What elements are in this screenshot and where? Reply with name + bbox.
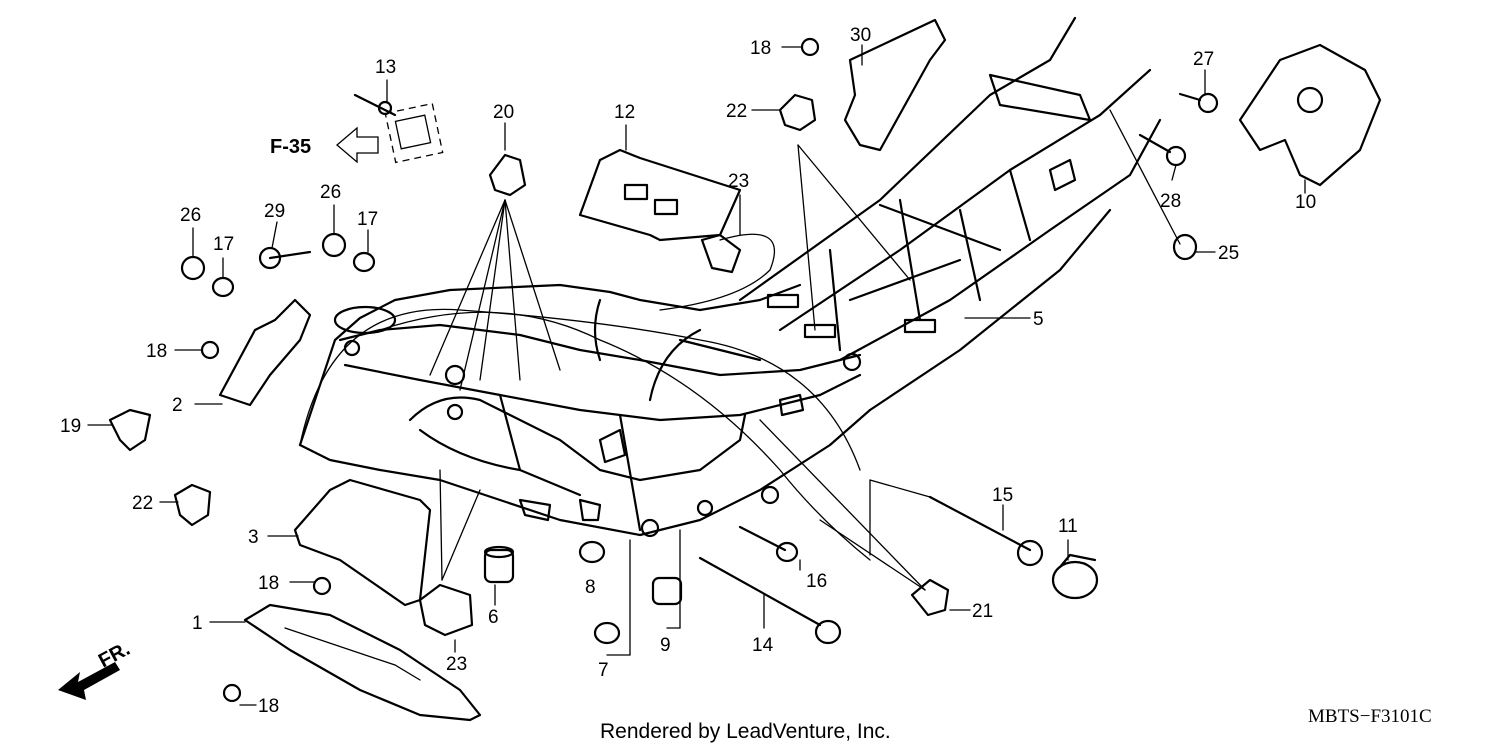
part-16-bolt — [738, 525, 787, 552]
part-13-cable-clip — [353, 93, 444, 164]
part-14-bolt — [698, 556, 822, 627]
part-2-plate — [218, 298, 312, 407]
callout-26b: 26 — [320, 182, 341, 203]
part-26-nut-left — [180, 255, 206, 281]
callout-5: 5 — [1033, 309, 1044, 330]
callout-16: 16 — [806, 571, 827, 592]
callout-15: 15 — [992, 485, 1013, 506]
reference-arrow-icon — [335, 126, 379, 164]
part-26-nut-right — [321, 232, 347, 258]
part-30-plate — [843, 18, 947, 152]
callout-14: 14 — [752, 635, 774, 656]
part-20-clamp — [488, 153, 527, 197]
callout-25: 25 — [1218, 243, 1239, 264]
part-11-cap — [1051, 560, 1099, 600]
rendered-by-credit: Rendered by LeadVenture, Inc. — [600, 720, 891, 743]
part-6-collar — [483, 548, 515, 584]
part-9-collar — [651, 576, 683, 606]
callout-17a: 17 — [213, 234, 234, 255]
part-7-nut — [593, 621, 621, 645]
callout-23b: 23 — [446, 654, 467, 675]
part-23-clamp-top — [700, 233, 742, 274]
part-10-bracket — [1238, 43, 1382, 187]
callout-1: 1 — [192, 613, 203, 634]
leader-lines — [87, 44, 1306, 706]
part-29-bolt — [268, 250, 312, 260]
part-12-cover — [578, 148, 742, 242]
part-19-clamp — [108, 408, 152, 452]
part-18-clip-lower — [312, 576, 332, 596]
callout-22a: 22 — [726, 101, 747, 122]
part-25-rubber — [1172, 233, 1198, 261]
front-direction-arrow-icon — [58, 662, 120, 700]
part-18-clip-top — [800, 37, 820, 57]
frame-body — [298, 16, 1162, 561]
callout-8: 8 — [585, 577, 596, 598]
callout-13: 13 — [375, 57, 396, 78]
part-17-washer-left — [211, 276, 235, 298]
callout-3: 3 — [248, 527, 259, 548]
reference-label: F-35 — [270, 136, 311, 158]
front-direction-label: FR. — [95, 638, 134, 673]
callout-20: 20 — [493, 102, 514, 123]
callout-7: 7 — [598, 660, 609, 681]
part-23-clamp-bottom — [418, 583, 474, 637]
callout-28: 28 — [1160, 191, 1181, 212]
callout-18d: 18 — [258, 696, 279, 717]
callout-19: 19 — [60, 416, 81, 437]
part-21-clamp — [910, 578, 950, 617]
callout-18a: 18 — [750, 38, 771, 59]
part-1-under-cover — [243, 603, 482, 722]
part-22-clamp-top — [778, 93, 817, 132]
callout-9: 9 — [660, 635, 671, 656]
callout-30: 30 — [850, 25, 871, 46]
part-18-clip-bottom — [222, 683, 242, 703]
callout-29: 29 — [264, 201, 285, 222]
callout-21: 21 — [972, 601, 993, 622]
part-3-bracket — [293, 478, 432, 607]
callout-22b: 22 — [132, 493, 153, 514]
callout-2: 2 — [172, 395, 183, 416]
part-15-bolt — [928, 495, 1032, 552]
callout-23a: 23 — [728, 171, 749, 192]
callout-10: 10 — [1295, 192, 1316, 213]
part-28-bolt — [1138, 133, 1172, 154]
diagram-code: MBTS−F3101C — [1308, 706, 1432, 727]
part-27-bolt — [1178, 92, 1202, 102]
callout-12: 12 — [614, 102, 635, 123]
callout-18b: 18 — [146, 341, 167, 362]
callout-17b: 17 — [357, 209, 378, 230]
callout-27: 27 — [1193, 49, 1214, 70]
callout-6: 6 — [488, 607, 499, 628]
callout-numbers: 1 2 3 5 6 7 8 9 10 11 12 13 14 15 16 17 … — [60, 25, 1316, 717]
callout-18c: 18 — [258, 573, 279, 594]
part-8-nut — [578, 540, 606, 564]
part-17-washer-right — [352, 251, 376, 273]
part-22-clamp-left — [173, 483, 212, 527]
callout-11: 11 — [1058, 516, 1078, 537]
callout-26a: 26 — [180, 205, 201, 226]
part-18-clip-left — [200, 340, 220, 360]
